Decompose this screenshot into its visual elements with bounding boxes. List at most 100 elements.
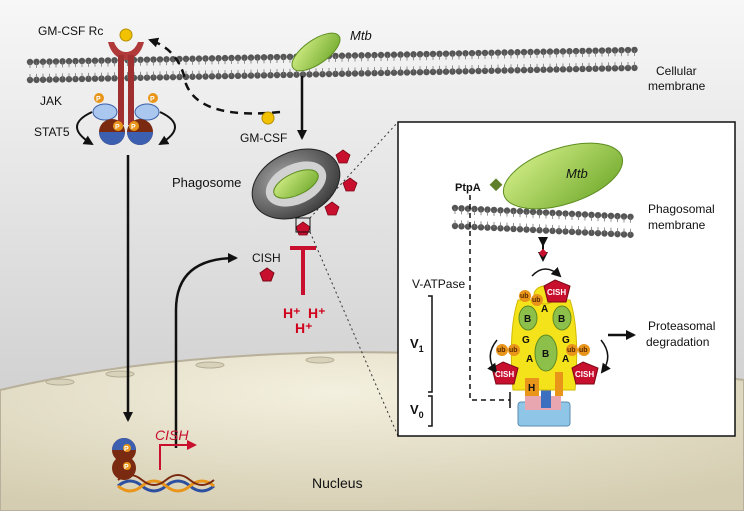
ubiquitin-tags (496, 290, 590, 356)
phagosome-mtb (273, 169, 319, 199)
ptpa-diamond-icon (489, 178, 503, 192)
phagosomal-membrane (451, 204, 634, 238)
phagosome-label: Phagosome (172, 175, 241, 190)
ub-arrow-top (531, 266, 562, 278)
lipid-head (319, 70, 326, 78)
ub-label: ub (497, 347, 506, 354)
stat5-recruit-arrow-left (76, 111, 94, 146)
lipid-head (98, 75, 105, 82)
lipid-head (59, 76, 66, 83)
subunit-letter: A (526, 354, 533, 365)
cish-tag-label: CISH (547, 288, 566, 297)
v0-bracket (428, 395, 433, 427)
subunit-b-right (552, 305, 572, 331)
stat5-dimer (99, 119, 153, 145)
lipid-head (605, 65, 612, 72)
proteasomal-label-2: degradation (646, 335, 709, 349)
lipid-head (358, 70, 365, 77)
ub-arrow-left (487, 339, 498, 374)
phospho-icon (148, 93, 158, 103)
lipid-head (176, 73, 183, 81)
ub-label: ub (520, 293, 529, 300)
ub-label: ub (532, 297, 541, 304)
lipid-head (156, 74, 164, 81)
lipid-head (78, 75, 86, 83)
cish-tag-label: CISH (575, 370, 594, 379)
lipid-head (540, 66, 547, 73)
cellular-membrane-label-2: membrane (648, 79, 706, 93)
lipid-head (507, 67, 515, 74)
subunit-letter: G (522, 335, 530, 346)
subunit-h-box (525, 378, 539, 396)
vatpase-label: V-ATPase (412, 277, 465, 291)
lipid-head (221, 72, 229, 80)
cish-expression-arrow (174, 253, 238, 448)
lipid-head (345, 70, 352, 77)
ub-arrow-right (600, 339, 611, 374)
lipid-head (384, 69, 391, 77)
v1-bracket (428, 295, 433, 393)
cellular-membrane-label-1: Cellular (656, 64, 697, 78)
stat5-recruit-arrow-right (158, 111, 176, 146)
jak-label: JAK (40, 94, 62, 108)
lipid-head (520, 66, 528, 74)
v1-label: V1 (410, 336, 424, 354)
stat5-on-dna (112, 438, 136, 480)
lipid-head (566, 66, 573, 73)
lipid-head (488, 67, 495, 74)
gmcsf-label: GM-CSF (240, 131, 287, 145)
transcription-arrow (159, 440, 197, 470)
lipid-head (481, 67, 489, 75)
phospho-label: P (115, 124, 120, 131)
subunit-b-center (534, 334, 558, 372)
phospho-icon (94, 93, 104, 103)
phagosome (251, 148, 341, 220)
phospho-label: P (96, 96, 101, 103)
subunit-e-box (555, 372, 563, 396)
mtb-label: Mtb (350, 28, 372, 43)
jak-proteins (92, 93, 160, 121)
lipid-head (624, 64, 632, 72)
subunit-letter: H (528, 383, 535, 394)
lipid-head (585, 65, 593, 73)
inset-mtb-bacterium (502, 142, 624, 210)
ub-label: ub (509, 347, 518, 354)
gmcsf-receptor (108, 28, 144, 125)
subunit-letter: A (541, 304, 548, 315)
v0-label: V0 (410, 402, 424, 420)
lipid-head (202, 73, 209, 80)
h-ion-3: H⁺ (295, 320, 313, 336)
phagosomal-membrane-label-2: membrane (648, 218, 706, 232)
lipid-head (527, 66, 534, 74)
lipid-head (364, 70, 372, 77)
lipid-head (442, 68, 450, 75)
cish-tag-label: CISH (495, 370, 514, 379)
lipid-head (195, 73, 203, 80)
lipid-head (260, 72, 268, 79)
cish-tag-right (571, 361, 599, 385)
subunit-letter: B (524, 314, 531, 325)
cish-gene-label: CISH (155, 427, 189, 443)
phospho-label: P (131, 124, 136, 131)
ptpa-label: PtpA (455, 182, 481, 194)
mtb-bacterium (291, 32, 341, 72)
ub-label: ub (579, 347, 588, 354)
lipid-head (338, 70, 346, 77)
cish-pentagon-cytoplasm (259, 267, 275, 282)
lipid-head (403, 69, 411, 76)
subunit-letter: B (542, 349, 549, 360)
subunit-b-left (518, 305, 538, 331)
h-ion-2: H⁺ (308, 305, 326, 321)
phospho-label: P (150, 96, 155, 103)
lipid-head (546, 66, 554, 73)
phospho-letters: P P P P P P (96, 96, 155, 471)
cish-tag-top (543, 279, 571, 303)
lipid-head (280, 71, 287, 79)
ub-label: ub (567, 347, 576, 354)
gmcsf-ligand-bound (119, 28, 133, 42)
inset-mtb-label: Mtb (566, 166, 588, 181)
lipid-head (33, 76, 40, 84)
lipid-head (462, 68, 469, 75)
